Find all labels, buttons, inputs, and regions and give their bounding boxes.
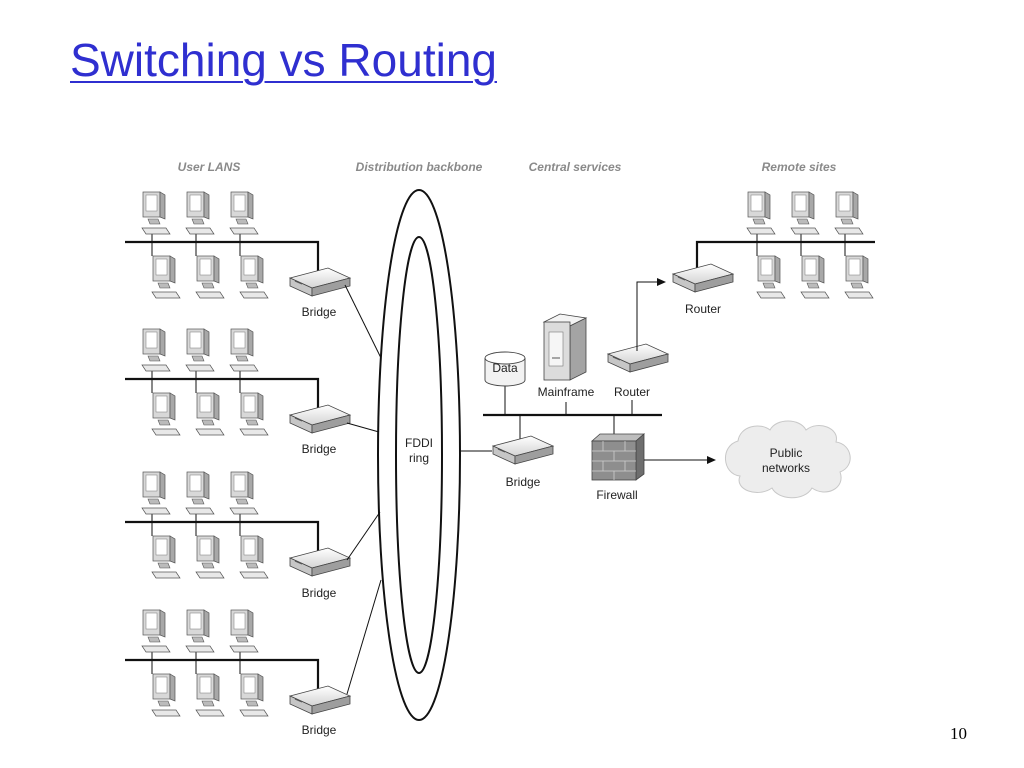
workstation-icon [185,471,215,515]
header-remote-sites: Remote sites [762,160,837,174]
workstation-icon [151,673,181,717]
workstation-icon [229,609,259,653]
workstation-icon [195,535,225,579]
data-label: Data [492,361,518,375]
bridge-label: Bridge [302,723,337,737]
router-icon [607,343,669,373]
workstation-icon [141,191,171,235]
workstation-icon [195,255,225,299]
cloud-label-line1: Public [770,446,803,460]
bridge-icon [289,267,351,297]
workstation-icon [151,255,181,299]
page-number: 10 [950,724,967,743]
workstation-icon [790,191,820,235]
workstation-icon [239,535,269,579]
workstation-icon [185,191,215,235]
user-lan-1: Bridge [125,191,382,359]
bridge-icon [289,404,351,434]
workstation-icon [229,471,259,515]
header-distribution-backbone: Distribution backbone [356,160,483,174]
ring-label-line2: ring [409,451,429,465]
bridge-label: Bridge [302,586,337,600]
bridge-label: Bridge [302,305,337,319]
workstation-icon [756,255,786,299]
central-services: Data Mainframe Router Bridge [460,278,716,502]
header-user-lans: User LANS [178,160,241,174]
workstation-icon [229,191,259,235]
firewall-label: Firewall [596,488,637,502]
workstation-icon [185,328,215,372]
user-lan-2: Bridge [125,328,380,456]
workstation-icon [151,535,181,579]
workstation-icon [229,328,259,372]
workstation-icon [151,392,181,436]
remote-router-label: Router [685,302,721,316]
bridge-icon [492,435,554,465]
remote-site: Router [672,191,875,316]
workstation-icon [141,328,171,372]
workstation-icon [185,609,215,653]
user-lan-4: Bridge [125,579,382,737]
database-icon [484,351,526,387]
mainframe-icon [542,313,588,381]
workstation-icon [141,471,171,515]
router-label: Router [614,385,650,399]
workstation-icon [834,191,864,235]
workstation-icon [239,255,269,299]
header-central-services: Central services [529,160,622,174]
workstation-icon [746,191,776,235]
workstation-icon [239,392,269,436]
router-icon [672,263,734,293]
ring-label-line1: FDDI [405,436,433,450]
public-networks-cloud-icon: Public networks [725,420,851,499]
fddi-ring: FDDI ring [377,189,461,721]
workstation-icon [239,673,269,717]
workstation-icon [195,673,225,717]
bridge-icon [289,685,351,715]
workstation-icon [800,255,830,299]
firewall-icon [590,433,646,481]
user-lan-3: Bridge [125,471,381,600]
slide-title: Switching vs Routing [70,34,497,86]
central-bridge-label: Bridge [506,475,541,489]
workstation-icon [195,392,225,436]
workstation-icon [141,609,171,653]
cloud-label-line2: networks [762,461,810,475]
bridge-label: Bridge [302,442,337,456]
workstation-icon [844,255,874,299]
bridge-icon [289,547,351,577]
mainframe-label: Mainframe [538,385,595,399]
